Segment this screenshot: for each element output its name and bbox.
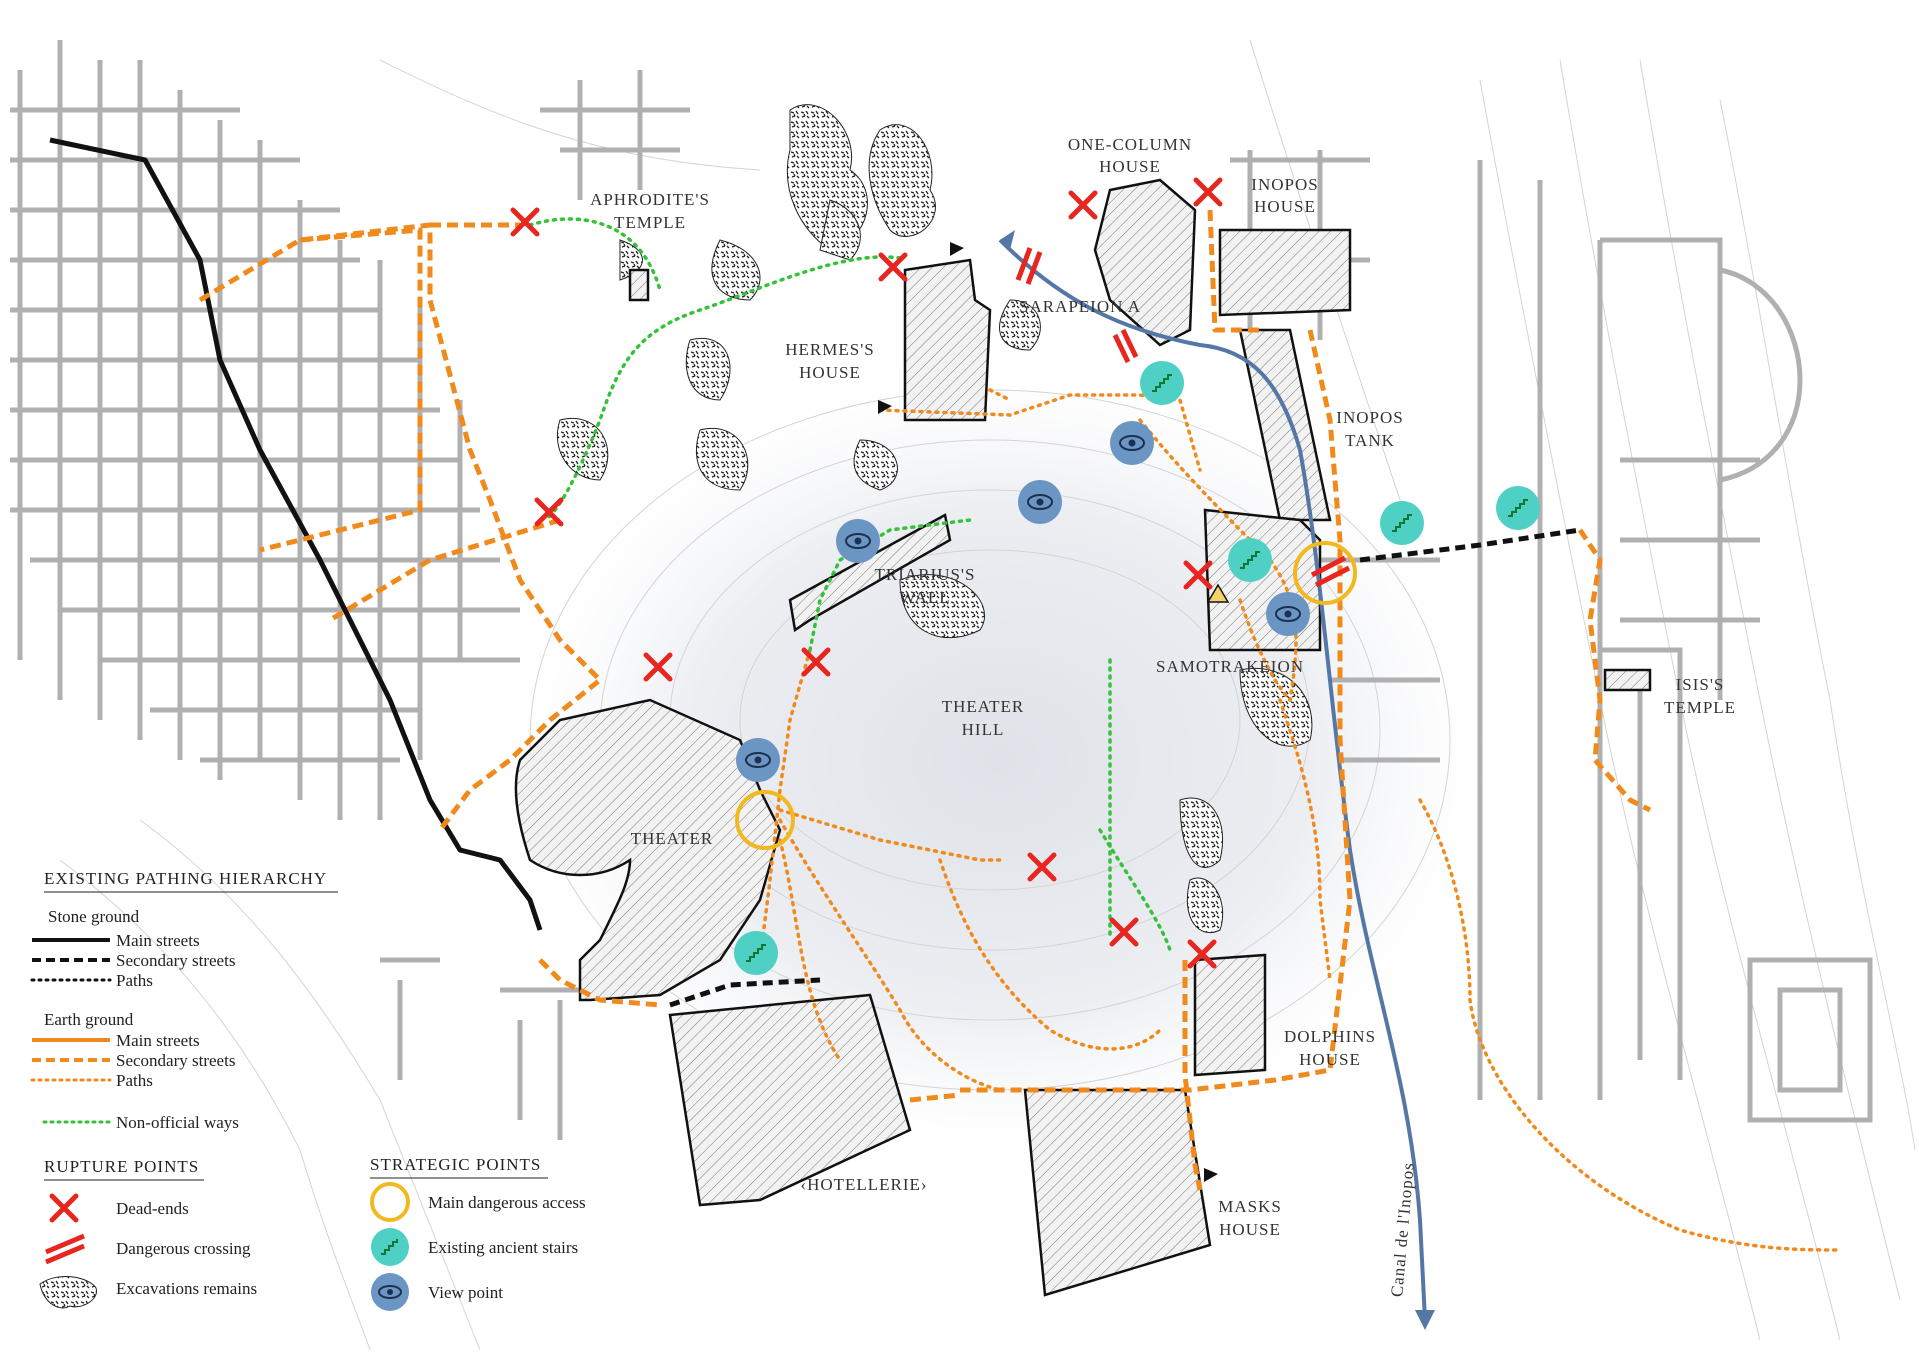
aphrodite-temple-building: [628, 268, 650, 302]
legend-access-icon: [370, 1182, 410, 1222]
masks-house-building: [1023, 1088, 1212, 1297]
inopos-house-building: [1218, 228, 1352, 317]
label-hotellerie: ‹HOTELLERIE›: [800, 1175, 927, 1194]
earth-secondary-streets: [198, 209, 1652, 1191]
isis-temple-building: [1603, 668, 1652, 692]
canal-line: [998, 238, 1427, 1321]
legend-stairs: Existing ancient stairs: [428, 1238, 578, 1257]
label-canal: Canal de l'Inopos: [1387, 1161, 1418, 1297]
label-masks-1: MASKS: [1218, 1197, 1282, 1216]
buildings: [514, 178, 1652, 1297]
canal-arrow-bottom: [1415, 1310, 1435, 1330]
label-inopos-tank-1: INOPOS: [1336, 408, 1403, 427]
view-points: [736, 421, 1310, 782]
legend-crossing: Dangerous crossing: [116, 1239, 251, 1258]
label-triarius-2: WALL: [899, 588, 950, 607]
legend-stairs-icon: [371, 1228, 409, 1266]
legend-excavation: Excavations remains: [116, 1279, 257, 1298]
legend-view-icon: [371, 1273, 409, 1311]
legend: EXISTING PATHING HIERARCHY Stone ground …: [30, 869, 586, 1311]
label-aphrodite-1: APHRODITE'S: [590, 190, 710, 209]
legend-earth-heading: Earth ground: [44, 1010, 134, 1029]
stone-main-street: [49, 137, 543, 931]
stone-secondary-street-south: [669, 977, 821, 1008]
label-aphrodite-2: TEMPLE: [614, 213, 686, 232]
legend-strategic-title: STRATEGIC POINTS: [370, 1155, 541, 1174]
triarius-wall-building: [788, 513, 952, 633]
label-hermes-2: HOUSE: [799, 363, 861, 382]
dangerous-crossings: [1015, 247, 1351, 588]
inopos-tank-building: [1238, 328, 1332, 522]
legend-stone-paths: Paths: [116, 971, 153, 990]
label-dolphins-1: DOLPHINS: [1284, 1027, 1376, 1046]
legend-earth-paths: Paths: [116, 1071, 153, 1090]
label-hermes-1: HERMES'S: [785, 340, 874, 359]
label-isis-2: TEMPLE: [1664, 698, 1736, 717]
label-sarapeion: SARAPEION A: [1019, 297, 1141, 316]
legend-crossing-icon: [45, 1233, 85, 1265]
legend-nonofficial: Non-official ways: [116, 1113, 239, 1132]
label-dolphins-2: HOUSE: [1299, 1050, 1361, 1069]
canal-arrow-top: [1000, 230, 1015, 250]
hermes-house-building: [903, 258, 992, 422]
dead-ends: [510, 177, 1223, 969]
legend-rupture-title: RUPTURE POINTS: [44, 1157, 199, 1176]
dangerous-access-points: [735, 541, 1357, 850]
stairs-points: [734, 361, 1540, 975]
non-official-ways: [528, 217, 1172, 952]
hotellerie-building: [668, 993, 912, 1207]
label-one-column-house-2: HOUSE: [1099, 157, 1161, 176]
label-samotrakeion: SAMOTRAKEION: [1156, 657, 1304, 676]
legend-earth-secondary: Secondary streets: [116, 1051, 235, 1070]
label-inopos-house-2: HOUSE: [1254, 197, 1316, 216]
legend-deadend-icon: [49, 1193, 79, 1223]
dolphins-house-building: [1193, 953, 1267, 1077]
legend-access: Main dangerous access: [428, 1193, 586, 1212]
label-theater: THEATER: [631, 829, 714, 848]
label-inopos-house-1: INOPOS: [1251, 175, 1318, 194]
label-masks-2: HOUSE: [1219, 1220, 1281, 1239]
theater-shape: [514, 698, 782, 1002]
label-inopos-tank-2: TANK: [1345, 431, 1395, 450]
stone-secondary-street-east: [1359, 527, 1581, 563]
label-triarius-1: TRIARIUS'S: [875, 565, 976, 584]
label-theater-hill-2: HILL: [962, 720, 1005, 739]
entrance-markers: [878, 242, 1230, 1182]
label-one-column-house-1: ONE-COLUMN: [1068, 135, 1192, 154]
label-theater-hill-1: THEATER: [942, 697, 1025, 716]
site-labels: ONE-COLUMN HOUSE INOPOS HOUSE APHRODITE'…: [590, 135, 1736, 1298]
excavation-remains: [556, 104, 1313, 933]
legend-deadend: Dead-ends: [116, 1199, 189, 1218]
legend-earth-main: Main streets: [116, 1031, 200, 1050]
legend-title: EXISTING PATHING HIERARCHY: [44, 869, 327, 888]
legend-view: View point: [428, 1283, 503, 1302]
legend-stone-secondary: Secondary streets: [116, 951, 235, 970]
legend-stone-heading: Stone ground: [48, 907, 140, 926]
legend-excavation-icon: [39, 1276, 97, 1309]
label-isis-1: ISIS'S: [1676, 675, 1725, 694]
legend-stone-main: Main streets: [116, 931, 200, 950]
one-column-house-building: [1093, 178, 1197, 347]
